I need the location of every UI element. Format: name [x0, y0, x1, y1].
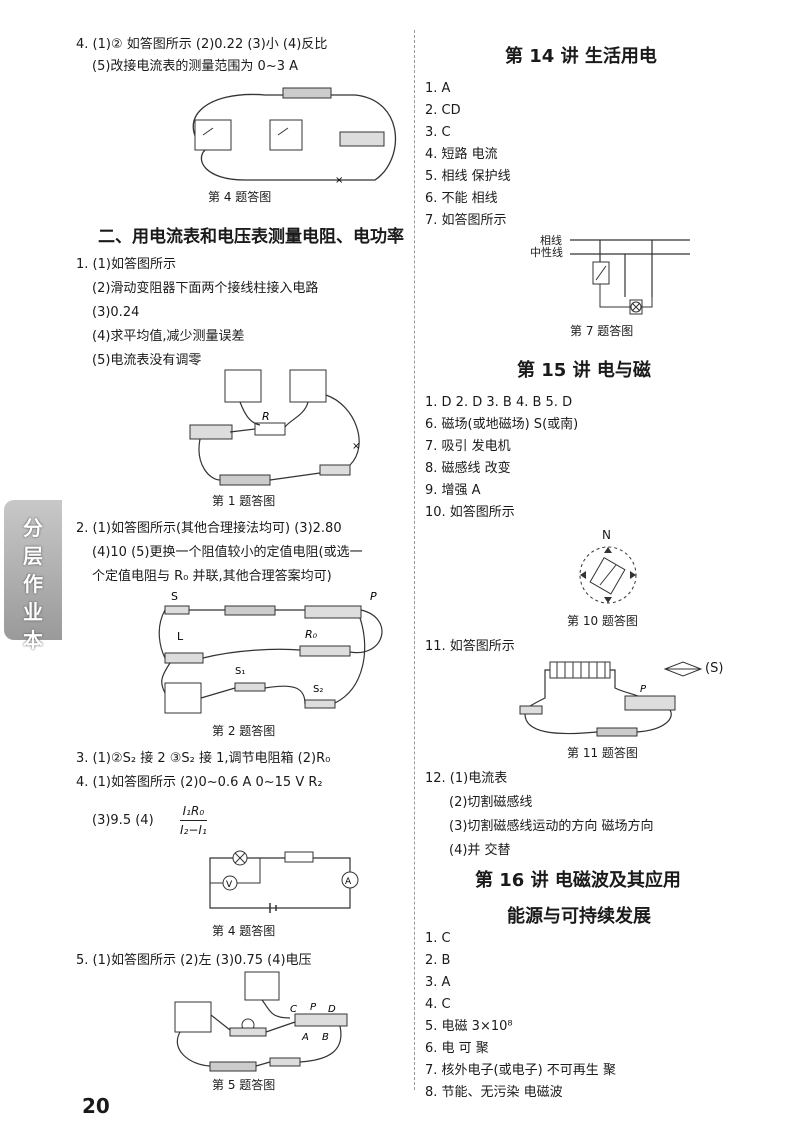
lecture16-title-2: 能源与可持续发展 — [507, 906, 651, 927]
lecture15-title: 第 15 讲 电与磁 — [517, 360, 651, 381]
caption-fig5: 第 5 题答图 — [212, 1078, 276, 1092]
section2-title: 二、用电流表和电压表测量电阻、电功率 — [98, 227, 404, 247]
svg-text:R₀: R₀ — [305, 628, 318, 641]
q1-line-2: (2)滑动变阻器下面两个接线柱接入电路 — [92, 281, 319, 296]
svg-text:S: S — [171, 590, 178, 603]
fig10-north-label: N — [602, 528, 611, 542]
q11-line: 11. 如答图所示 — [425, 639, 515, 654]
q1-line-5: (5)电流表没有调零 — [92, 353, 202, 368]
q12-line-3: (3)切割磁感线运动的方向 磁场方向 — [449, 819, 654, 834]
circuit-figure-1: R × — [189, 369, 360, 486]
q4a-line2: (5)改接电流表的测量范围为 0~3 A — [92, 59, 299, 74]
svg-text:S₂: S₂ — [313, 684, 323, 695]
l14-item-7: 7. 如答图所示 — [425, 213, 507, 228]
l15-item-2: 6. 磁场(或地磁场) S(或南) — [425, 417, 579, 432]
svg-text:R: R — [262, 410, 270, 423]
fig7-neutral-label: 中性线 — [530, 246, 563, 259]
q12-line-2: (2)切割磁感线 — [449, 795, 533, 810]
l16-item-2: 2. B — [425, 953, 451, 968]
wiring-figure-7 — [570, 239, 690, 315]
l16-item-8: 8. 节能、无污染 电磁波 — [425, 1085, 563, 1100]
caption-fig1: 第 1 题答图 — [212, 494, 276, 508]
q4b-fraction: I₁R₀ I₂−I₁ — [180, 802, 207, 839]
svg-text:P: P — [640, 684, 647, 695]
q4b-fraction-denominator: I₂−I₁ — [180, 823, 207, 837]
magnet-figure-10 — [579, 546, 637, 604]
svg-text:L: L — [177, 630, 184, 643]
caption-fig11: 第 11 题答图 — [567, 746, 638, 760]
svg-text:×: × — [335, 175, 343, 185]
l16-item-1: 1. C — [425, 931, 451, 946]
compass-needle-icon — [663, 661, 703, 677]
svg-text:P: P — [370, 590, 377, 603]
svg-text:V: V — [226, 880, 233, 890]
circuit-figure-2: S P L R₀ S₁ S₂ — [158, 590, 383, 714]
page-number: 20 — [82, 1094, 110, 1118]
electromagnet-figure-11: P — [519, 661, 676, 737]
l15-item-3: 7. 吸引 发电机 — [425, 439, 511, 454]
l14-item-6: 6. 不能 相线 — [425, 191, 498, 206]
svg-text:B: B — [322, 1032, 329, 1043]
caption-fig7: 第 7 题答图 — [570, 324, 634, 338]
l15-item-1: 1. D 2. D 3. B 4. B 5. D — [425, 395, 573, 410]
q3-line: 3. (1)②S₂ 接 2 ③S₂ 接 1,调节电阻箱 (2)R₀ — [76, 751, 331, 766]
caption-fig2: 第 2 题答图 — [212, 724, 276, 738]
fig7-live-label: 相线 — [540, 234, 562, 247]
side-tab-label: 分层作业本 — [23, 516, 43, 652]
svg-text:A: A — [345, 877, 352, 887]
q4a-line1: 4. (1)② 如答图所示 (2)0.22 (3)小 (4)反比 — [76, 37, 328, 52]
l16-item-5: 5. 电磁 3×10⁸ — [425, 1019, 513, 1034]
side-tab: 分层作业本 — [4, 500, 62, 652]
svg-text:C: C — [290, 1004, 297, 1015]
l15-item-4: 8. 磁感线 改变 — [425, 461, 511, 476]
q2-line-1: 2. (1)如答图所示(其他合理接法均可) (3)2.80 — [76, 521, 342, 536]
q4b-fraction-numerator: I₁R₀ — [180, 802, 207, 821]
svg-text:×: × — [352, 441, 360, 452]
q12-line-1: 12. (1)电流表 — [425, 771, 508, 786]
q1-line-3: (3)0.24 — [92, 305, 140, 320]
l14-item-4: 4. 短路 电流 — [425, 147, 498, 162]
circuit-figure-4a: × — [192, 87, 397, 185]
l15-item-6: 10. 如答图所示 — [425, 505, 515, 520]
caption-fig10: 第 10 题答图 — [567, 614, 638, 628]
fig11-s-label: (S) — [705, 661, 724, 676]
q1-line-1: 1. (1)如答图所示 — [76, 257, 176, 272]
q4b-line1: 4. (1)如答图所示 (2)0~0.6 A 0~15 V R₂ — [76, 775, 323, 790]
l14-item-2: 2. CD — [425, 103, 461, 118]
svg-text:S₁: S₁ — [235, 666, 245, 677]
l14-item-1: 1. A — [425, 81, 451, 96]
q2-line-2: (4)10 (5)更换一个阻值较小的定值电阻(或选一 — [92, 545, 363, 560]
q5-line: 5. (1)如答图所示 (2)左 (3)0.75 (4)电压 — [76, 953, 312, 968]
svg-text:D: D — [328, 1004, 336, 1015]
l15-item-5: 9. 增强 A — [425, 483, 481, 498]
svg-text:A: A — [301, 1032, 309, 1043]
l16-item-4: 4. C — [425, 997, 451, 1012]
l16-item-7: 7. 核外电子(或电子) 不可再生 聚 — [425, 1063, 616, 1078]
q2-line-3: 个定值电阻与 R₀ 并联,其他合理答案均可) — [92, 569, 332, 584]
l14-item-5: 5. 相线 保护线 — [425, 169, 511, 184]
q1-line-4: (4)求平均值,减少测量误差 — [92, 329, 245, 344]
lecture14-title: 第 14 讲 生活用电 — [505, 46, 657, 67]
l14-item-3: 3. C — [425, 125, 451, 140]
circuit-figure-5: C P D A B — [174, 971, 348, 1072]
caption-fig4b: 第 4 题答图 — [212, 924, 276, 938]
circuit-figure-4b: V A — [209, 850, 359, 913]
svg-text:P: P — [310, 1002, 317, 1013]
l16-item-6: 6. 电 可 聚 — [425, 1041, 489, 1056]
caption-fig4a: 第 4 题答图 — [208, 190, 272, 204]
q12-line-4: (4)并 交替 — [449, 843, 511, 858]
l16-item-3: 3. A — [425, 975, 451, 990]
column-divider — [414, 30, 415, 1090]
lecture16-title-1: 第 16 讲 电磁波及其应用 — [475, 870, 681, 891]
q4b-line2: (3)9.5 (4) — [92, 813, 154, 828]
